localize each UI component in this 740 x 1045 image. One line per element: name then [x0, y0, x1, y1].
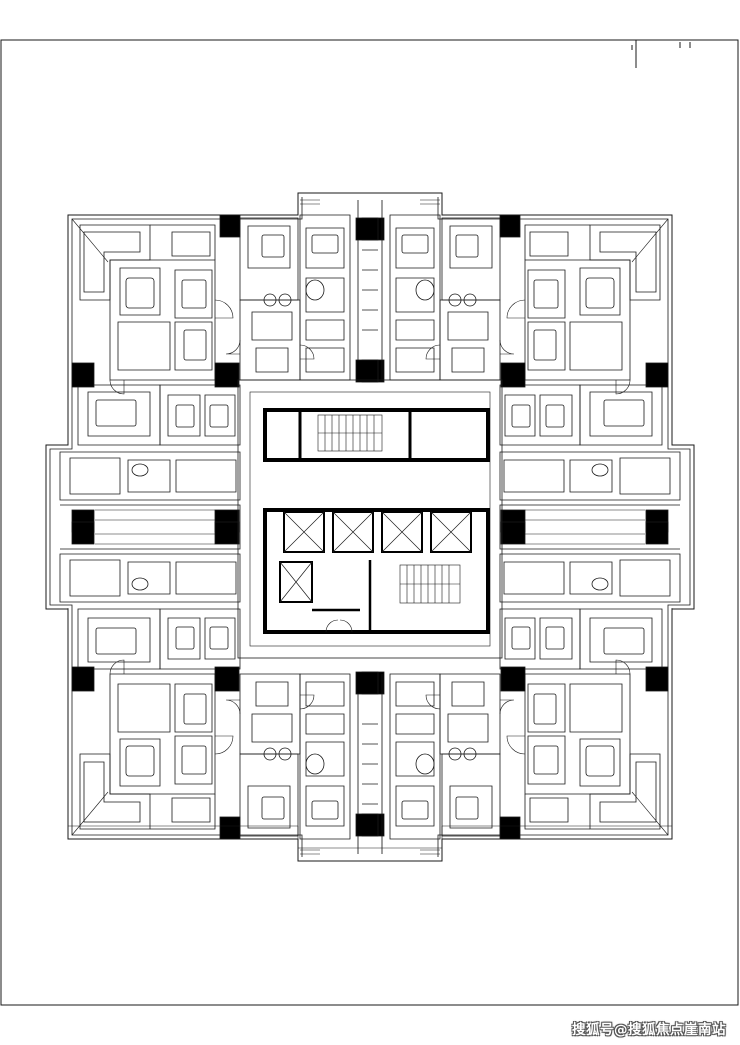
building-core — [237, 379, 503, 659]
corner-marks — [631, 40, 691, 68]
watermark-text: 搜狐号@搜狐焦点崖南站 — [572, 1022, 726, 1038]
plan-quadrant-nw — [45, 192, 385, 533]
plan-outline — [67, 192, 673, 849]
plan-quadrant-ne — [355, 192, 695, 533]
stair-icon — [399, 564, 461, 604]
plan-quadrant-sw — [45, 521, 385, 862]
elevator-shaft-icon — [279, 511, 472, 603]
drawing-frame — [0, 39, 739, 1006]
stair-icon — [317, 414, 383, 452]
